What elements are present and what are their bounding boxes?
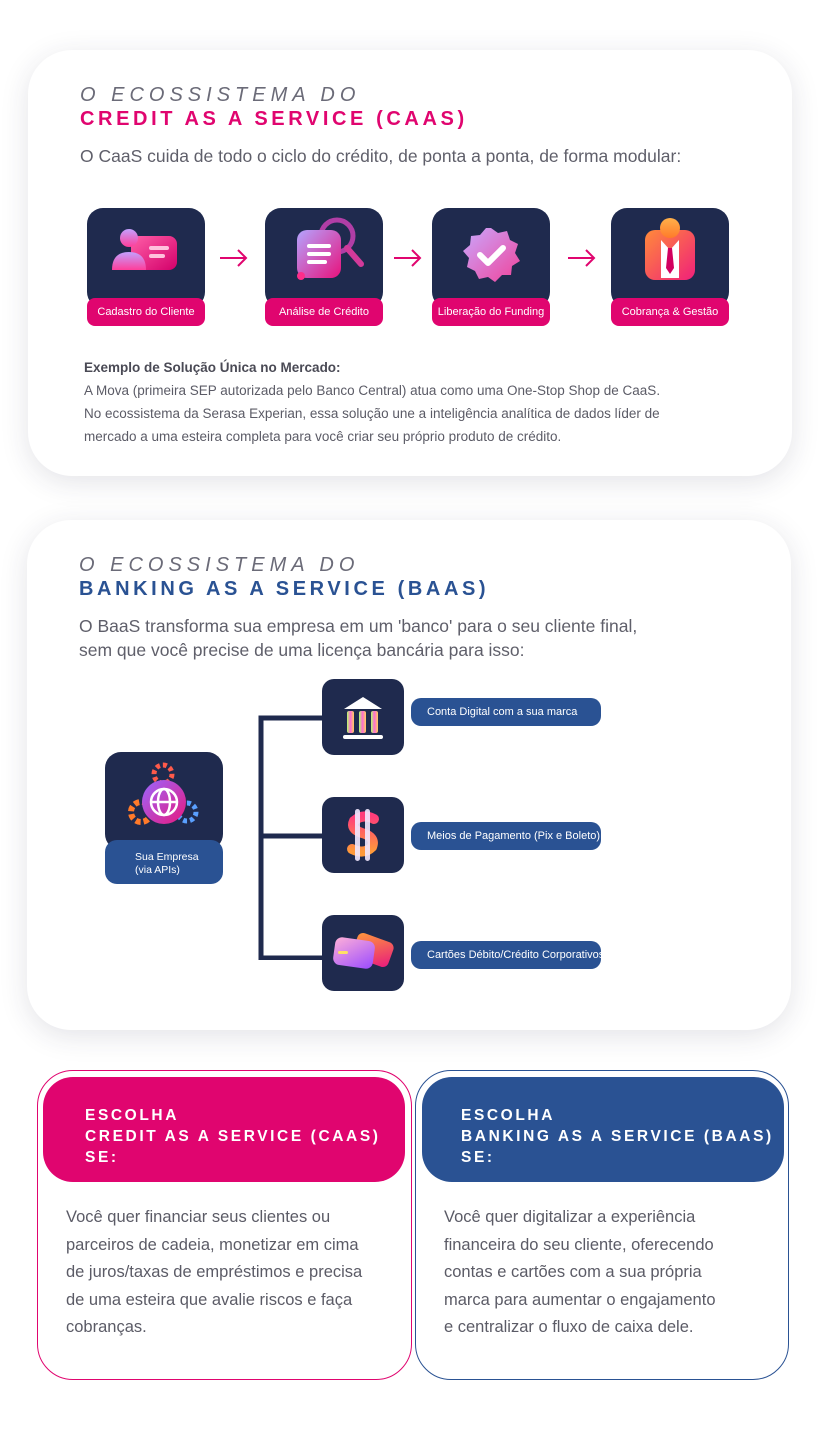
caas-example-title: Exemplo de Solução Única no Mercado: [84,360,341,375]
dollar-icon [322,797,404,873]
choose-caas-head-line: CREDIT AS A SERVICE (CAAS) [85,1128,381,1145]
caas-eyebrow: O ECOSSISTEMA DO [80,84,361,106]
choose-baas-head-line: BANKING AS A SERVICE (BAAS) [461,1128,774,1145]
caas-step-cadastro: Cadastro do Cliente [87,208,205,326]
caas-step-cobranca: Cobrança & Gestão [611,208,729,326]
branch-label-cartoes: Cartões Débito/Crédito Corporativos [411,941,604,969]
arrow-right-icon [568,249,596,267]
caas-step-liberacao: Liberação do Funding [432,208,550,326]
choose-baas-body-line: financeira do seu cliente, oferecendo [444,1235,714,1254]
cards-icon [322,915,404,991]
check-badge-icon [432,208,550,308]
bank-icon [322,679,404,755]
hub-label-line: Sua Empresa [135,851,199,863]
choose-baas-card: ESCOLHA BANKING AS A SERVICE (BAAS) SE: … [415,1070,789,1380]
globe-gears-icon [105,752,223,850]
choose-baas-body-line: e centralizar o fluxo de caixa dele. [444,1318,694,1336]
choose-caas-head-line: SE: [85,1149,119,1166]
choose-caas-body: Você quer financiar seus clientes ou par… [66,1204,396,1342]
caas-example: Exemplo de Solução Única no Mercado: A M… [84,356,724,448]
caas-step-label: Liberação do Funding [432,298,550,326]
baas-lead-line: sem que você precise de uma licença banc… [79,640,525,660]
businessman-icon [611,208,729,308]
choose-baas-body-line: contas e cartões com a sua própria [444,1263,702,1281]
baas-eyebrow: O ECOSSISTEMA DO [79,554,360,576]
baas-lead: O BaaS transforma sua empresa em um 'ban… [79,614,637,662]
branch-label-pagamento: Meios de Pagamento (Pix e Boleto) [411,822,601,850]
choose-caas-body-line: cobranças. [66,1318,147,1336]
caas-step-analise: Análise de Crédito [265,208,383,326]
choose-caas-body-line: Você quer financiar seus clientes ou [66,1208,331,1226]
arrow-right-icon [394,249,422,267]
baas-lead-line: O BaaS transforma sua empresa em um 'ban… [79,616,638,636]
arrow-right-icon [220,249,248,267]
caas-example-line: A Mova (primeira SEP autorizada pelo Ban… [84,383,661,398]
caas-step-label: Cobrança & Gestão [611,298,729,326]
choose-baas-header: ESCOLHA BANKING AS A SERVICE (BAAS) SE: [422,1077,784,1182]
hub-label: Sua Empresa (via APIs) [105,840,223,884]
choose-caas-body-line: parceiros de cadeia, monetizar em cima [66,1235,359,1254]
choose-caas-header: ESCOLHA CREDIT AS A SERVICE (CAAS) SE: [43,1077,405,1182]
choose-baas-body: Você quer digitalizar a experiência fina… [444,1204,774,1342]
choose-baas-head-line: ESCOLHA [461,1107,555,1124]
choose-caas-head-line: ESCOLHA [85,1107,179,1124]
baas-card: O ECOSSISTEMA DO BANKING AS A SERVICE (B… [27,520,791,1030]
caas-step-label: Cadastro do Cliente [87,298,205,326]
document-search-icon [265,208,383,308]
choose-baas-head-line: SE: [461,1149,495,1166]
caas-card: O ECOSSISTEMA DO CREDIT AS A SERVICE (CA… [28,50,792,476]
branch-label-conta: Conta Digital com a sua marca [411,698,601,726]
choose-caas-body-line: de juros/taxas de empréstimos e precisa [66,1263,363,1281]
hub-label-line: (via APIs) [135,864,180,876]
choose-baas-body-line: marca para aumentar o engajamento [444,1290,716,1309]
choose-caas-body-line: de uma esteira que avalie riscos e faça [66,1290,353,1309]
id-card-icon [87,208,205,308]
caas-example-line: No ecossistema da Serasa Experian, essa … [84,406,660,421]
caas-example-line: mercado a uma esteira completa para você… [84,429,562,444]
choose-baas-body-line: Você quer digitalizar a experiência [444,1208,696,1226]
caas-step-label: Análise de Crédito [265,298,383,326]
caas-title: CREDIT AS A SERVICE (CAAS) [80,108,468,130]
choose-caas-card: ESCOLHA CREDIT AS A SERVICE (CAAS) SE: V… [37,1070,412,1380]
caas-lead: O CaaS cuida de todo o ciclo do crédito,… [80,146,682,166]
baas-title: BANKING AS A SERVICE (BAAS) [79,578,490,600]
